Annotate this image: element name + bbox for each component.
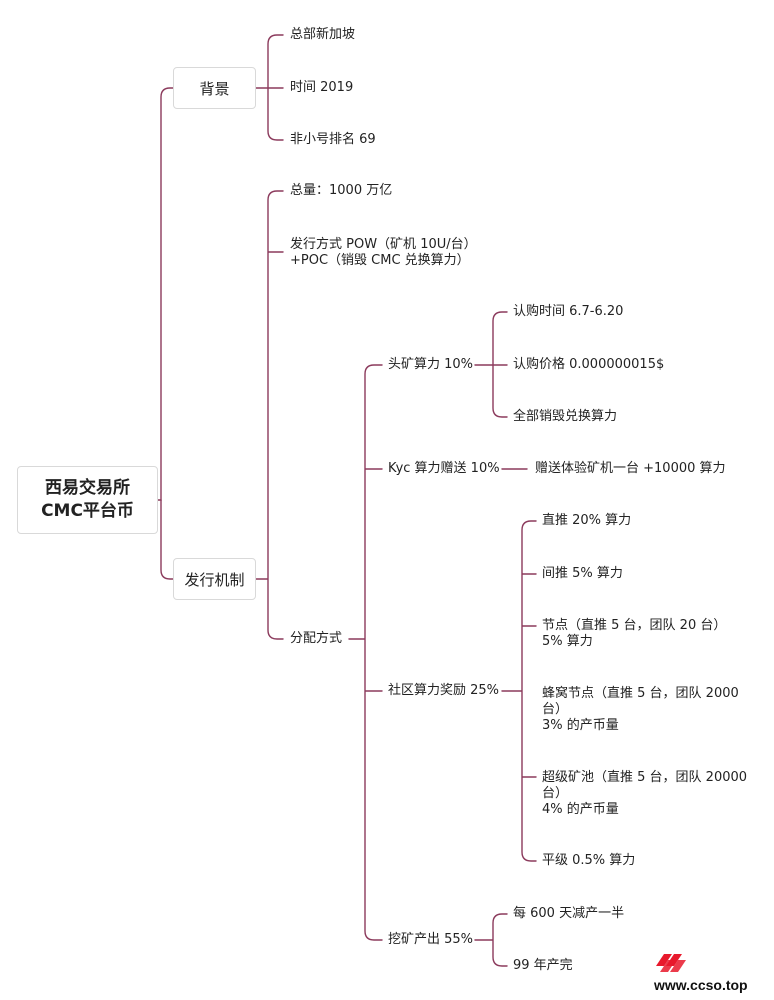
first-mine-price: 认购价格 0.000000015$ xyxy=(513,357,665,372)
root-node[interactable]: 西易交易所 CMC平台币 xyxy=(17,466,158,534)
community-pool-line2: 台） xyxy=(542,786,569,801)
mining-complete: 99 年产完 xyxy=(513,958,573,973)
node-issuance-label: 发行机制 xyxy=(184,570,245,589)
node-background-label: 背景 xyxy=(199,79,230,98)
ccso-logo-icon xyxy=(656,954,686,972)
community-label: 社区算力奖励 25% xyxy=(388,683,500,698)
node-issuance[interactable]: 发行机制 xyxy=(173,558,256,600)
edge-distribution xyxy=(348,364,383,941)
edge-background xyxy=(255,34,284,141)
bg-item-rank: 非小号排名 69 xyxy=(290,132,376,147)
kyc-item: 赠送体验矿机一台 +10000 算力 xyxy=(535,461,726,476)
community-node-line1: 节点（直推 5 台，团队 20 台） xyxy=(542,618,727,633)
bg-item-hq: 总部新加坡 xyxy=(290,27,356,42)
mining-halving: 每 600 天减产一半 xyxy=(513,906,625,921)
root-title-line1: 西易交易所 xyxy=(45,478,130,498)
edge-community xyxy=(501,520,537,862)
edge-root-trunk xyxy=(157,87,174,501)
community-peer: 平级 0.5% 算力 xyxy=(542,853,636,868)
community-pool-line3: 4% 的产币量 xyxy=(542,802,619,817)
node-background[interactable]: 背景 xyxy=(173,67,256,109)
community-hive-line3: 3% 的产币量 xyxy=(542,718,619,733)
bg-item-time: 时间 2019 xyxy=(290,80,354,95)
distribution-label: 分配方式 xyxy=(290,631,343,646)
community-direct: 直推 20% 算力 xyxy=(542,513,632,528)
community-indirect: 间推 5% 算力 xyxy=(542,566,623,581)
watermark-text: www.ccso.top xyxy=(654,977,748,993)
issuance-method-line1: 发行方式 POW（矿机 10U/台） xyxy=(290,237,477,252)
issuance-method-line2: +POC（销毁 CMC 兑换算力） xyxy=(290,253,470,268)
mining-label: 挖矿产出 55% xyxy=(388,932,474,947)
edge-issuance xyxy=(255,190,284,640)
edge-first-mine xyxy=(474,311,508,418)
community-node-line2: 5% 算力 xyxy=(542,634,593,649)
first-mine-time: 认购时间 6.7-6.20 xyxy=(513,304,624,319)
first-mine-burn: 全部销毁兑换算力 xyxy=(513,409,618,424)
community-pool-line1: 超级矿池（直推 5 台，团队 20000 xyxy=(542,770,748,785)
issuance-total: 总量：1000 万亿 xyxy=(290,183,393,198)
first-mine-label: 头矿算力 10% xyxy=(388,357,474,372)
community-hive-line2: 台） xyxy=(542,702,569,717)
community-hive-line1: 蜂窝节点（直推 5 台，团队 2000 xyxy=(542,686,739,701)
edge-mining xyxy=(474,913,508,967)
edge-root-issuance xyxy=(160,499,174,580)
kyc-label: Kyc 算力赠送 10% xyxy=(388,461,500,476)
root-title-line2: CMC平台币 xyxy=(41,501,134,521)
